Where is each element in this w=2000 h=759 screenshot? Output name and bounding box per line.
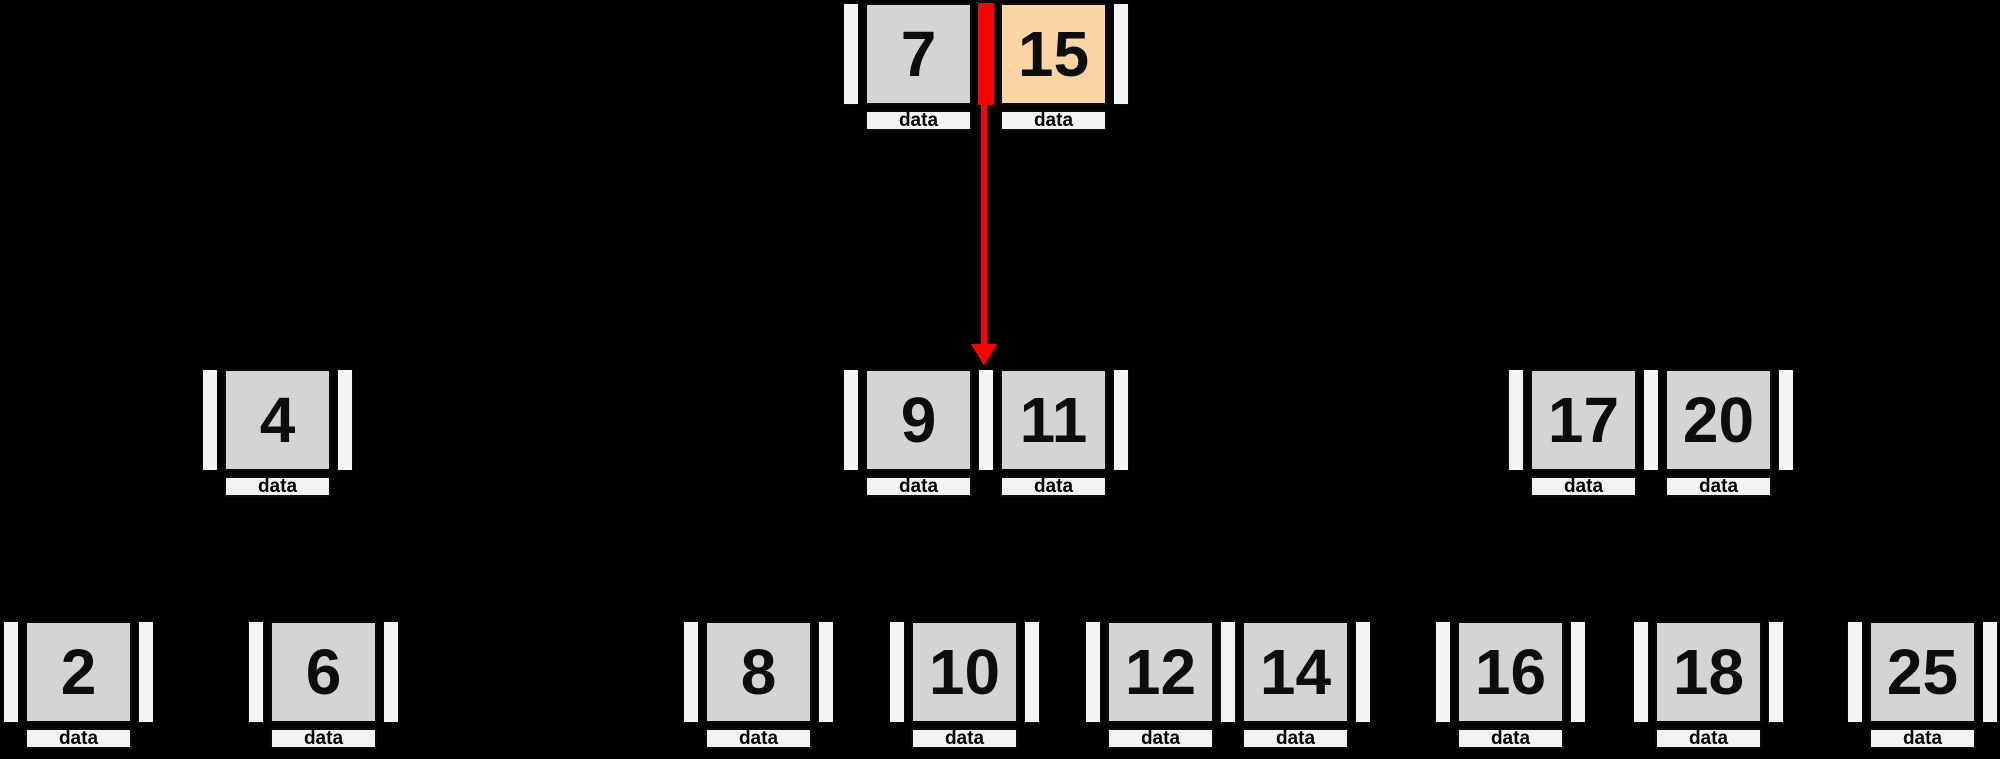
pointer-slot — [138, 621, 154, 723]
key-cell: 6 — [270, 621, 377, 723]
key-cell: 9 — [865, 369, 972, 471]
data-pointer-label: data — [1457, 728, 1564, 749]
key-column: 25 data — [1869, 621, 1976, 749]
key-column: 4 data — [224, 369, 331, 497]
red-arrow-line — [981, 105, 987, 346]
data-pointer-label: data — [911, 728, 1018, 749]
pointer-slot — [1570, 621, 1586, 723]
pointer-slot — [202, 369, 218, 471]
btree-node-12-14: 12 data 14 data — [1085, 621, 1371, 749]
pointer-slot — [1113, 3, 1129, 105]
key-cell: 11 — [1000, 369, 1107, 471]
pointer-slot — [1220, 621, 1236, 723]
data-pointer-label: data — [1665, 476, 1772, 497]
key-column: 18 data — [1655, 621, 1762, 749]
btree-node-25: 25 data — [1847, 621, 1998, 749]
key-column: 16 data — [1457, 621, 1564, 749]
pointer-slot — [818, 621, 834, 723]
btree-node-16: 16 data — [1435, 621, 1586, 749]
pointer-slot — [1643, 369, 1659, 471]
btree-node-6: 6 data — [248, 621, 399, 749]
data-pointer-label: data — [1000, 476, 1107, 497]
key-column: 15 data — [1000, 3, 1107, 131]
key-column: 6 data — [270, 621, 377, 749]
pointer-slot — [1024, 621, 1040, 723]
key-cell: 14 — [1242, 621, 1349, 723]
key-cell: 20 — [1665, 369, 1772, 471]
btree-node-7-15: 7 data 15 data — [843, 3, 1129, 131]
btree-node-10: 10 data — [889, 621, 1040, 749]
pointer-slot — [3, 621, 19, 723]
key-column: 20 data — [1665, 369, 1772, 497]
red-pointer-slot — [978, 3, 994, 105]
key-column: 11 data — [1000, 369, 1107, 497]
data-pointer-label: data — [25, 728, 132, 749]
pointer-slot — [843, 369, 859, 471]
pointer-slot — [383, 621, 399, 723]
pointer-slot — [1847, 621, 1863, 723]
data-pointer-label: data — [1655, 728, 1762, 749]
pointer-slot — [1435, 621, 1451, 723]
data-pointer-label: data — [270, 728, 377, 749]
pointer-slot — [1768, 621, 1784, 723]
data-pointer-label: data — [224, 476, 331, 497]
red-arrow-head-icon — [971, 344, 997, 366]
pointer-slot — [889, 621, 905, 723]
key-cell: 17 — [1530, 369, 1637, 471]
pointer-slot — [843, 3, 859, 105]
key-column: 7 data — [865, 3, 972, 131]
btree-node-8: 8 data — [683, 621, 834, 749]
key-cell: 4 — [224, 369, 331, 471]
pointer-slot — [683, 621, 699, 723]
data-pointer-label: data — [705, 728, 812, 749]
pointer-slot — [1508, 369, 1524, 471]
key-cell: 7 — [865, 3, 972, 105]
data-pointer-label: data — [1869, 728, 1976, 749]
data-pointer-label: data — [865, 110, 972, 131]
pointer-slot — [337, 369, 353, 471]
pointer-slot — [1355, 621, 1371, 723]
pointer-slot — [1633, 621, 1649, 723]
btree-node-4: 4 data — [202, 369, 353, 497]
btree-node-18: 18 data — [1633, 621, 1784, 749]
pointer-slot — [1778, 369, 1794, 471]
pointer-slot — [1085, 621, 1101, 723]
key-cell: 10 — [911, 621, 1018, 723]
key-cell: 2 — [25, 621, 132, 723]
pointer-slot — [978, 369, 994, 471]
data-pointer-label: data — [865, 476, 972, 497]
key-cell: 18 — [1655, 621, 1762, 723]
key-cell: 16 — [1457, 621, 1564, 723]
key-column: 14 data — [1242, 621, 1349, 749]
btree-node-9-11: 9 data 11 data — [843, 369, 1129, 497]
key-column: 17 data — [1530, 369, 1637, 497]
key-column: 10 data — [911, 621, 1018, 749]
key-cell-highlighted: 15 — [1000, 3, 1107, 105]
data-pointer-label: data — [1530, 476, 1637, 497]
pointer-slot — [1113, 369, 1129, 471]
data-pointer-label: data — [1000, 110, 1107, 131]
key-column: 12 data — [1107, 621, 1214, 749]
data-pointer-label: data — [1107, 728, 1214, 749]
key-column: 9 data — [865, 369, 972, 497]
key-cell: 8 — [705, 621, 812, 723]
key-column: 8 data — [705, 621, 812, 749]
pointer-slot — [248, 621, 264, 723]
btree-node-17-20: 17 data 20 data — [1508, 369, 1794, 497]
pointer-slot — [1982, 621, 1998, 723]
btree-node-2: 2 data — [3, 621, 154, 749]
key-cell: 25 — [1869, 621, 1976, 723]
data-pointer-label: data — [1242, 728, 1349, 749]
key-cell: 12 — [1107, 621, 1214, 723]
key-column: 2 data — [25, 621, 132, 749]
